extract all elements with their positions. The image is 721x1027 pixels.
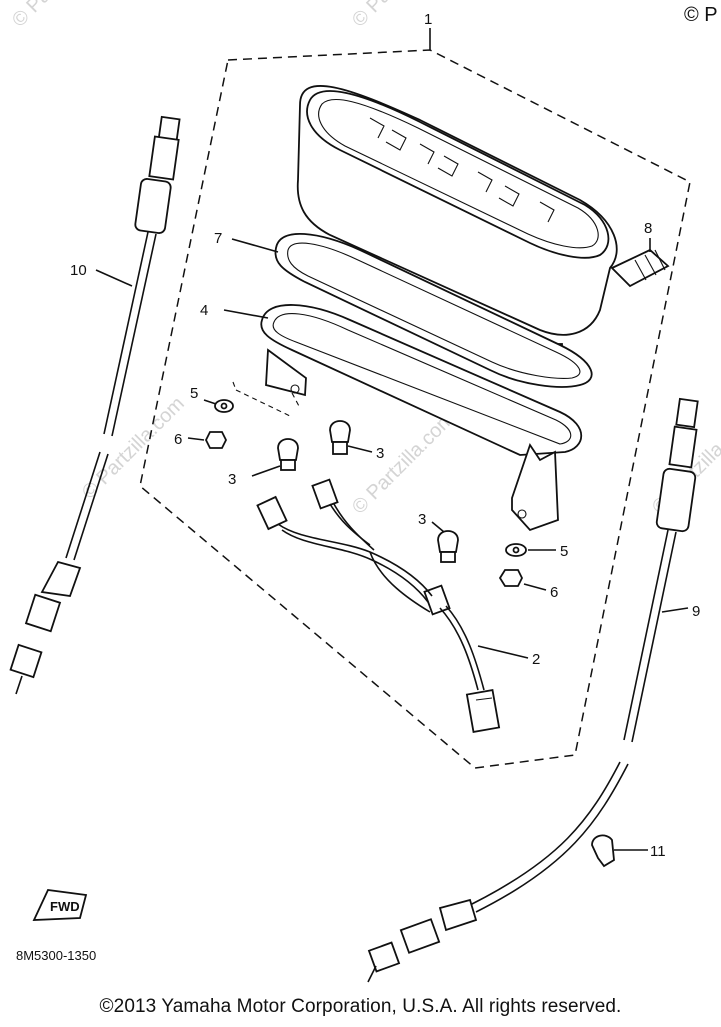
callout-3-mid: 3 — [376, 445, 384, 462]
leader-line-10 — [95, 269, 133, 287]
reset-knob — [610, 248, 670, 288]
bulb — [277, 438, 299, 471]
callout-5-right: 5 — [560, 543, 568, 560]
leader-line-7 — [231, 238, 279, 253]
meter-bracket — [260, 304, 582, 532]
watermark: © Partzilla.com — [348, 0, 459, 32]
leader-line-6 — [523, 583, 547, 591]
cable-clamp — [591, 834, 615, 868]
nut — [204, 431, 228, 449]
leader-line-4 — [223, 309, 269, 319]
fwd-label: FWD — [50, 899, 80, 914]
meter-housing — [296, 85, 618, 365]
callout-3-right: 3 — [418, 511, 426, 528]
watermark: © Partzilla.com — [78, 393, 189, 504]
callout-4: 4 — [200, 302, 208, 319]
diagram-code: 8M5300-1350 — [16, 948, 96, 963]
callout-9: 9 — [692, 603, 700, 620]
leader-line-3 — [431, 521, 445, 533]
leader-line-3 — [347, 445, 373, 453]
nut — [498, 569, 524, 587]
leader-line-6 — [187, 437, 205, 441]
callout-6-right: 6 — [550, 584, 558, 601]
corner-copyright-mark: © P — [684, 4, 718, 26]
bulb — [437, 530, 459, 563]
leader-line-5 — [203, 399, 217, 405]
callout-11: 11 — [650, 843, 666, 860]
leader-line-2 — [477, 645, 529, 659]
wire-harness — [256, 478, 501, 734]
callout-8: 8 — [644, 220, 652, 237]
callout-3-left: 3 — [228, 471, 236, 488]
bulb — [329, 420, 351, 455]
watermark: © Partzilla.com — [348, 408, 459, 519]
watermark: © Partzilla.com — [8, 0, 119, 32]
speedometer-cable-left — [9, 115, 181, 695]
copyright-notice: ©2013 Yamaha Motor Corporation, U.S.A. A… — [99, 996, 622, 1017]
dash-connector — [232, 381, 301, 417]
callout-2: 2 — [532, 651, 540, 668]
meter-gasket — [274, 232, 593, 388]
leader-line-3 — [251, 465, 281, 477]
callout-7: 7 — [214, 230, 222, 247]
callout-1: 1 — [424, 11, 432, 28]
callout-10: 10 — [70, 262, 87, 279]
callout-5-left: 5 — [190, 385, 198, 402]
leader-line-9 — [661, 607, 689, 613]
callout-6-left: 6 — [174, 431, 182, 448]
forward-direction-arrow: FWD — [32, 889, 88, 921]
speedometer-cable-right — [367, 397, 699, 983]
